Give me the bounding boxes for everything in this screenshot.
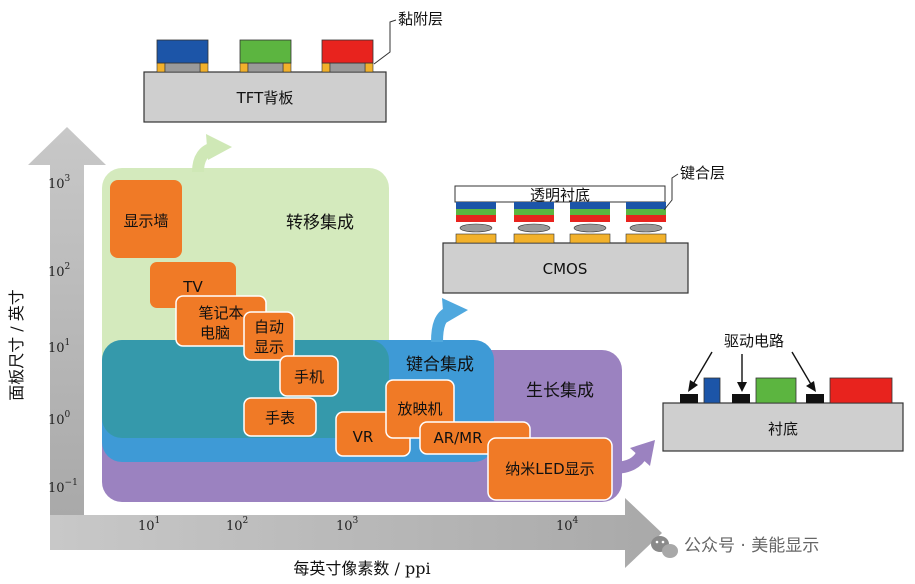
transfer-up-arrow (192, 134, 232, 173)
growth-substrate (662, 402, 904, 452)
zone-label-transfer: 转移集成 (286, 213, 354, 233)
app-nano-led: 纳米LED显示 (487, 437, 613, 501)
growth-diagram: 衬底 驱动电路 (662, 332, 904, 452)
zone-label-growth: 生长集成 (526, 381, 594, 401)
y-tick-0.1: 10−1 (48, 478, 78, 496)
bonding-up-arrow (431, 298, 468, 343)
app-auto-label-2: 显示 (254, 338, 284, 356)
y-tick-1: 100 (48, 410, 71, 428)
x-axis-arrow (50, 498, 662, 568)
growth-right-arrow (611, 440, 655, 474)
app-watch: 手表 (243, 397, 317, 437)
app-phone: 手机 (279, 355, 339, 397)
cmos-pixel-3 (569, 202, 611, 244)
app-tv-label: TV (182, 278, 203, 296)
zone-label-bonding: 键合集成 (406, 355, 474, 375)
tft-led-green (239, 39, 292, 64)
growth-led-red (829, 377, 893, 404)
app-notebook-label-2: 电脑 (200, 324, 230, 342)
cmos-substrate (442, 242, 689, 294)
x-axis-label: 每英寸像素数 / ppi (293, 559, 430, 578)
cmos-top-label: 透明衬底 (530, 186, 590, 204)
wechat-icon (651, 536, 678, 558)
cmos-pixel-4 (625, 202, 667, 244)
y-tick-10: 101 (48, 338, 70, 356)
app-display-wall-label: 显示墙 (123, 212, 168, 230)
x-tick-1000: 103 (336, 516, 359, 534)
growth-substrate-label: 衬底 (768, 420, 798, 438)
cmos-pixel-2 (513, 202, 555, 244)
y-axis-label: 面板尺寸 / 英寸 (7, 289, 26, 401)
app-notebook-label-1: 笔记本 (198, 304, 243, 322)
app-display-wall: 显示墙 (110, 180, 182, 258)
x-tick-labels: 101 102 103 104 (138, 516, 579, 534)
cmos-transparent-top (454, 185, 666, 203)
app-armr-label: AR/MR (433, 429, 482, 447)
watermark: 公众号 · 美能显示 (651, 536, 819, 558)
x-tick-10: 101 (138, 516, 160, 534)
tft-layer-label: 黏附层 (398, 10, 443, 28)
app-vr-label: VR (353, 428, 374, 446)
app-nano-led-label: 纳米LED显示 (505, 460, 594, 478)
tft-led-blue (156, 39, 209, 64)
growth-circuit-label: 驱动电路 (724, 332, 784, 350)
y-tick-labels: 103 102 101 100 10−1 (48, 174, 78, 496)
cmos-substrate-label: CMOS (543, 260, 588, 278)
app-phone-label: 手机 (294, 368, 324, 386)
y-axis-arrow (28, 127, 106, 515)
tft-led-red (321, 39, 374, 64)
watermark-text: 公众号 · 美能显示 (684, 536, 819, 556)
growth-led-blue (703, 377, 721, 404)
x-tick-100: 102 (226, 516, 248, 534)
tft-substrate-label: TFT背板 (236, 89, 294, 107)
cmos-diagram: CMOS 透明衬底 (442, 164, 725, 294)
app-watch-label: 手表 (265, 409, 295, 427)
y-tick-1000: 103 (48, 174, 71, 192)
tft-diagram: TFT背板 黏附层 (143, 10, 443, 123)
growth-led-green (755, 377, 797, 404)
y-tick-100: 102 (48, 262, 70, 280)
cmos-layer-label: 键合层 (680, 164, 725, 182)
app-auto-label-1: 自动 (254, 318, 284, 336)
cmos-pixel-1 (455, 202, 497, 244)
tft-substrate (143, 71, 387, 123)
app-projector-label: 放映机 (397, 400, 442, 418)
app-auto-display: 自动 显示 (243, 311, 295, 361)
x-tick-10000: 104 (556, 516, 579, 534)
